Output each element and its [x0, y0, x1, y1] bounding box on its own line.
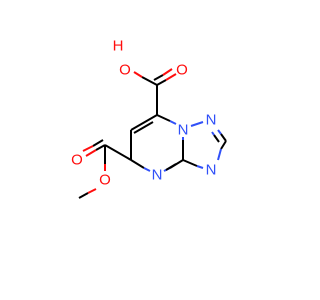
atom-pyrimidine-nitrogen: N	[152, 167, 163, 184]
atom-acid-carbonyl-oxygen: O	[176, 62, 188, 79]
bond-c2-n3	[217, 148, 222, 161]
bond-ccooh-o-double-b2	[162, 68, 173, 76]
bond-n1-c2-inner-n	[211, 131, 215, 136]
bond-c5-cester	[104, 144, 132, 161]
bond-cester-o-double-a	[95, 144, 106, 151]
atom-triazole-top-nitrogen: N	[206, 112, 217, 129]
bond-c7-c6	[130, 114, 158, 131]
bond-ccooh-oh	[141, 76, 158, 86]
atom-oh-oxygen: O	[119, 62, 131, 79]
bond-c5-n4-n	[143, 167, 151, 172]
molecule-canvas: H O O N N N N O O	[71, 38, 227, 199]
bond-n8-c7	[156, 114, 171, 122]
bond-o-methyl-o	[87, 188, 97, 194]
bond-c5-n4	[130, 159, 145, 169]
bond-ccooh-o-double-a	[156, 79, 167, 86]
bond-n8-c7-n	[169, 120, 177, 125]
molecule-structure: H O O N N N N O O	[71, 38, 227, 199]
bond-n8-n1	[190, 121, 204, 127]
bond-n3-c3a	[182, 159, 198, 167]
bond-ccooh-oh-o	[133, 71, 143, 78]
bond-n1-c2	[217, 129, 222, 135]
bond-cester-o-double-a2	[85, 149, 97, 157]
bond-c7-c6-inner	[133, 121, 154, 134]
bond-cester-o-double-b	[92, 139, 104, 147]
bond-n1-c2-c	[220, 133, 227, 142]
atom-bridge-nitrogen: N	[178, 122, 189, 139]
atom-triazole-right-nitrogen: N	[206, 162, 217, 179]
bond-c3a-n-inner	[165, 163, 177, 171]
bond-c2-n3-c	[220, 140, 227, 150]
bond-ccooh-o-double-b	[153, 74, 164, 81]
atom-ester-carbonyl-oxygen: O	[71, 152, 83, 169]
atom-oh-hydrogen: H	[113, 38, 124, 55]
bond-ccooh-o-double-a2	[165, 73, 177, 81]
bond-cester-o-double-b2	[82, 145, 94, 152]
bond-n3-c3a-n	[196, 165, 204, 169]
bond-n1-c2-inner	[213, 134, 220, 143]
bond-o-methyl	[78, 192, 89, 199]
atom-ester-oxygen: O	[99, 172, 111, 189]
